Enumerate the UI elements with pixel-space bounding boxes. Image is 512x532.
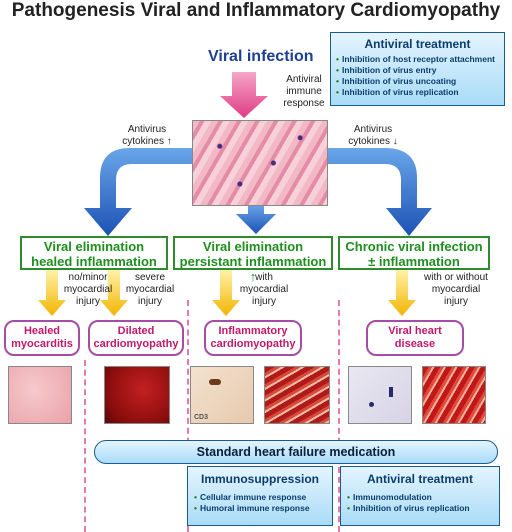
yellow-arrow-2 — [100, 270, 128, 316]
yellow-arrow-1 — [38, 270, 66, 316]
antivirus-cytokines-left: Antivirus cytokines ↑ — [122, 124, 172, 147]
list-item: •Inhibition of virus entry — [336, 65, 437, 75]
list-item: •Humoral immune response — [194, 503, 310, 513]
blue-arrow-center — [236, 204, 276, 234]
list-item: •Inhibition of virus uncoating — [336, 76, 457, 86]
list-item: •Cellular immune response — [194, 492, 307, 502]
viral-infection-label: Viral infection — [208, 48, 314, 65]
tissue-image-dilated — [104, 366, 170, 424]
panel-title: Immunosuppression — [200, 472, 319, 486]
immunosuppression-panel: Immunosuppression •Cellular immune respo… — [187, 466, 333, 526]
tissue-image-healed — [8, 366, 72, 424]
cd3-label: CD3 — [194, 414, 209, 421]
page-title: Pathogenesis Viral and Inflammatory Card… — [11, 0, 501, 21]
blue-arrow-left — [84, 148, 192, 236]
yellow-arrow-3 — [212, 270, 240, 316]
tissue-image-inflammatory — [264, 366, 330, 424]
panel-title: Antiviral treatment — [364, 37, 471, 51]
histology-image — [192, 120, 328, 206]
outcome-healed-inflammation: Viral elimination healed inflammation — [20, 236, 168, 270]
list-item: •Inhibition of host receptor attachment — [336, 54, 495, 64]
antiviral-treatment-panel-bottom: Antiviral treatment •Immunomodulation •I… — [340, 466, 500, 526]
pink-arrow — [220, 72, 268, 118]
outcome-persistant-inflammation: Viral elimination persistant inflammatio… — [173, 236, 333, 284]
standard-medication-bar: Standard heart failure medication — [94, 440, 498, 464]
tissue-image-viral-heart — [422, 366, 486, 424]
antivirus-cytokines-right: Antivirus cytokines ↓ — [348, 124, 398, 147]
tissue-image-cd3: CD3 — [190, 366, 254, 424]
antiviral-immune-response-label: Antiviral immune response — [283, 74, 325, 109]
outcome-chronic-viral-infection: Chronic viral infection ± inflammation — [338, 236, 490, 270]
list-item: •Immunomodulation — [347, 492, 432, 502]
divider — [187, 300, 189, 532]
yellow-arrow-4 — [388, 270, 416, 316]
list-item: •Inhibition of virus replication — [347, 503, 470, 513]
panel-title: Antiviral treatment — [366, 472, 474, 486]
stain-spot — [389, 387, 393, 397]
tissue-image-viral-stain — [348, 366, 412, 424]
divider — [84, 360, 86, 532]
blue-arrow-right — [328, 148, 432, 236]
divider — [338, 300, 340, 532]
stain-spot — [209, 379, 221, 385]
list-item: •Inhibition of virus replication — [336, 87, 459, 97]
stain-spot — [369, 402, 374, 407]
antiviral-treatment-panel-top: Antiviral treatment •Inhibition of host … — [330, 32, 505, 106]
